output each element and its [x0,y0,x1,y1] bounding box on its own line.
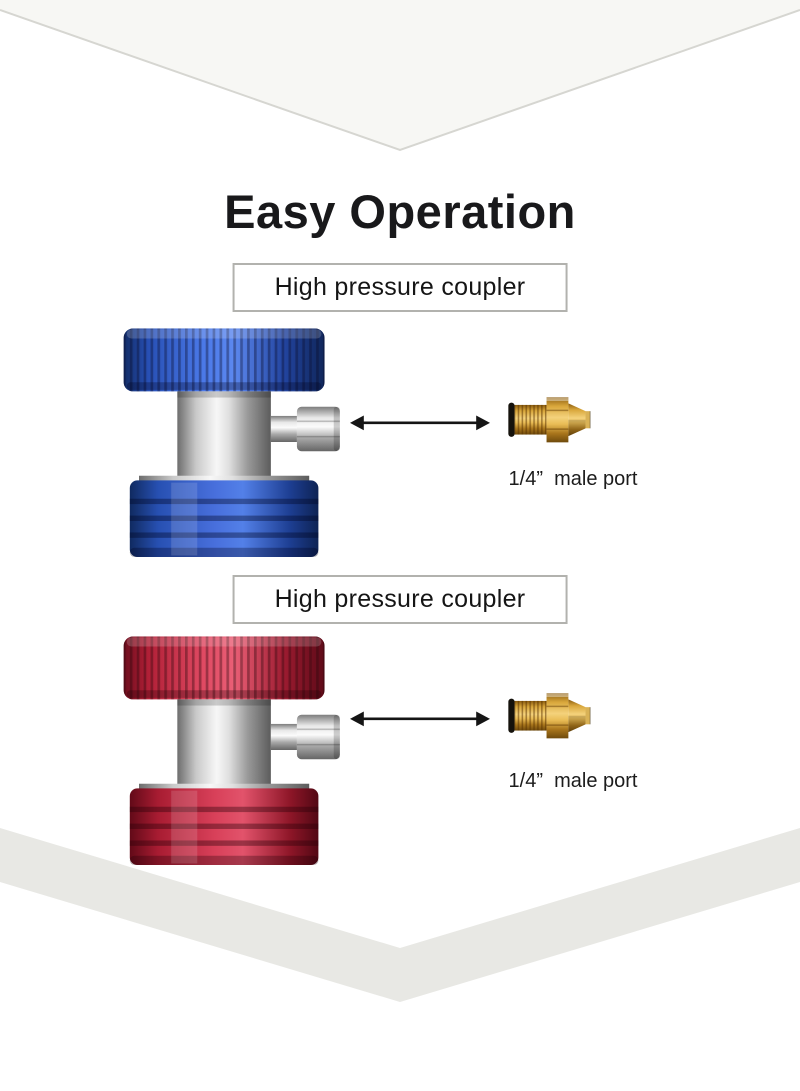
label-high-pressure-coupler-2: High pressure coupler [232,575,568,624]
double-arrow-icon [350,711,490,727]
page-title: Easy Operation [224,185,576,238]
brass-adapter-image [508,693,591,739]
male-port-caption-2: 1/4” male port [508,770,638,792]
brass-adapter-image [508,397,591,443]
bottom-chevron-divider [0,828,800,1002]
red-coupler-image [123,636,340,865]
male-port-caption-1: 1/4” male port [508,468,638,490]
blue-coupler-image [123,328,340,557]
top-chevron-divider [0,0,800,152]
label-high-pressure-coupler-1: High pressure coupler [232,263,568,312]
double-arrow-icon [350,415,490,431]
